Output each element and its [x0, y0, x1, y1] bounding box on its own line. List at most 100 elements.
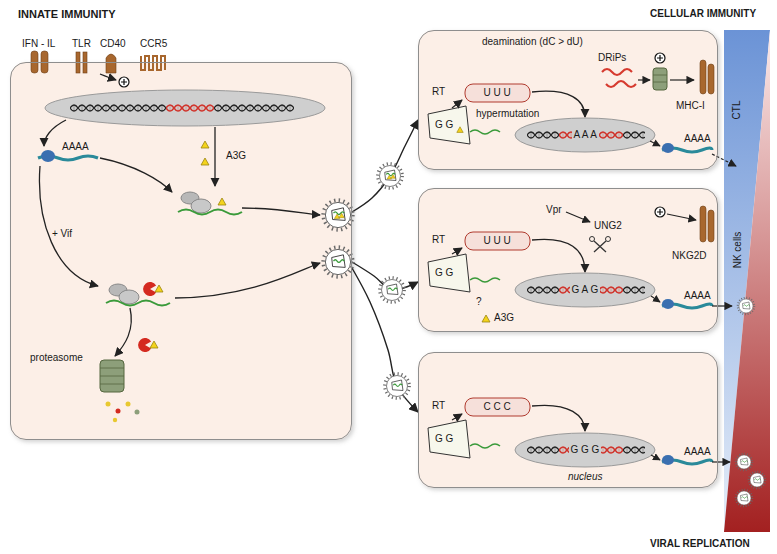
arrow [100, 158, 172, 192]
viral-rna [106, 301, 170, 306]
figure-label: VIRAL REPLICATION [650, 538, 750, 550]
nkg2d-ligand [700, 206, 706, 242]
dna-strand [166, 102, 214, 114]
text-holder: IFN - IL [22, 38, 55, 50]
cell-text: nucleus [568, 471, 602, 483]
proteasome-barrel [100, 360, 124, 392]
figure-label: IFN - IL [22, 38, 55, 50]
figure-label: CCR5 [140, 38, 167, 50]
dna-strand [559, 284, 623, 296]
text-holder: INNATE IMMUNITY [18, 8, 116, 21]
text-holder: CCR5 [140, 38, 167, 50]
arrow [566, 212, 590, 222]
cell-text: A3G [494, 312, 514, 324]
drip-peptide [602, 69, 632, 75]
vif-protein [143, 282, 156, 296]
budding-virion [323, 247, 353, 277]
dna-helix [214, 102, 294, 114]
cell-box: VprUNG2RTU U UG G?A3GG A GNKG2DAAAA [418, 188, 718, 332]
degraded-fragments [106, 402, 140, 423]
text-holder: DRiPs [598, 52, 626, 64]
cell-text: AAAA [684, 446, 711, 458]
cd40-receptor [106, 54, 116, 73]
cell-text: Vpr [546, 204, 562, 216]
dna-strand [527, 129, 559, 141]
cdna-tube [465, 84, 530, 102]
drip-peptide [606, 81, 636, 87]
nucleus [515, 433, 655, 467]
arrow [214, 127, 215, 186]
figure-label: TLR [72, 38, 91, 50]
text-holder: hypermutation [476, 108, 539, 120]
dna-strand [623, 284, 645, 296]
cell-text: UNG2 [594, 220, 622, 232]
proteasome-rings [653, 75, 667, 82]
cell-text: G G [435, 433, 453, 445]
figure-label: NK cells [732, 232, 744, 269]
cell-text: ? [476, 296, 482, 308]
dna-helix [527, 284, 559, 296]
fragment [113, 418, 117, 422]
arrow [670, 79, 694, 80]
nucleus [45, 90, 325, 126]
viral-rna [470, 278, 500, 282]
cell-fill [418, 30, 718, 170]
dna-helix [623, 129, 645, 141]
cell-text: AAAA [684, 290, 711, 302]
cell-text: MHC-I [676, 100, 705, 112]
cell-text: INNATE IMMUNITY [18, 8, 116, 21]
innate-cell-illustration [38, 74, 325, 422]
cell-text: AAAA [62, 141, 89, 153]
cell-text: RT [432, 86, 445, 98]
cell-text: NKG2D [672, 250, 706, 262]
virion [749, 472, 766, 489]
dna-helix [70, 102, 166, 114]
arrow [650, 141, 660, 146]
dna-helix [527, 129, 559, 141]
text-holder: Vpr [546, 204, 562, 216]
budding-virion [323, 200, 353, 230]
ribosome [662, 455, 674, 465]
a3g-protein [150, 341, 158, 348]
cell-text: G G [435, 119, 453, 131]
immunity-gradient-bars [724, 30, 770, 532]
nkg2d-ligand [708, 210, 714, 242]
cell-text: DRiPs [598, 52, 626, 64]
scissors-icon [590, 237, 611, 253]
arrow [452, 248, 462, 254]
text-holder: C C C [482, 401, 513, 413]
ctl-bar [724, 30, 770, 532]
text-holder: G G [435, 119, 453, 131]
text-holder: AAAA [684, 290, 711, 302]
virion [736, 454, 753, 471]
text-holder: U U U [482, 235, 513, 247]
dna-helix-integrated [559, 444, 623, 456]
text-holder: NKG2D [672, 250, 706, 262]
proteasome-body [653, 68, 667, 90]
cell-text: G A G [570, 284, 601, 296]
mhc-receptor [700, 60, 706, 94]
bottom-cell-illustration [428, 398, 730, 467]
virion-transfer-arrow [352, 268, 418, 412]
nucleus [515, 273, 655, 307]
text-holder: MHC-I [676, 100, 705, 112]
cell-text: U U U [482, 87, 513, 99]
virion-transfer-arrow [352, 120, 418, 212]
text-holder: deamination (dC > dU) [482, 36, 583, 48]
dna-strand [527, 444, 559, 456]
ribosome [662, 143, 674, 153]
a3g-protein [218, 198, 226, 205]
dna-strand [559, 129, 623, 141]
text-holder: nucleus [568, 471, 602, 483]
arrow [532, 239, 585, 272]
dashed-arrow [712, 154, 736, 166]
figure-label: CELLULAR IMMUNITY [650, 8, 756, 20]
cell-text: A3G [226, 150, 246, 162]
cell-fill [418, 352, 718, 488]
virion [738, 298, 755, 315]
a3g-protein [201, 158, 209, 165]
cell-text: AAAA [684, 133, 711, 145]
dna-helix-gene [166, 102, 214, 114]
